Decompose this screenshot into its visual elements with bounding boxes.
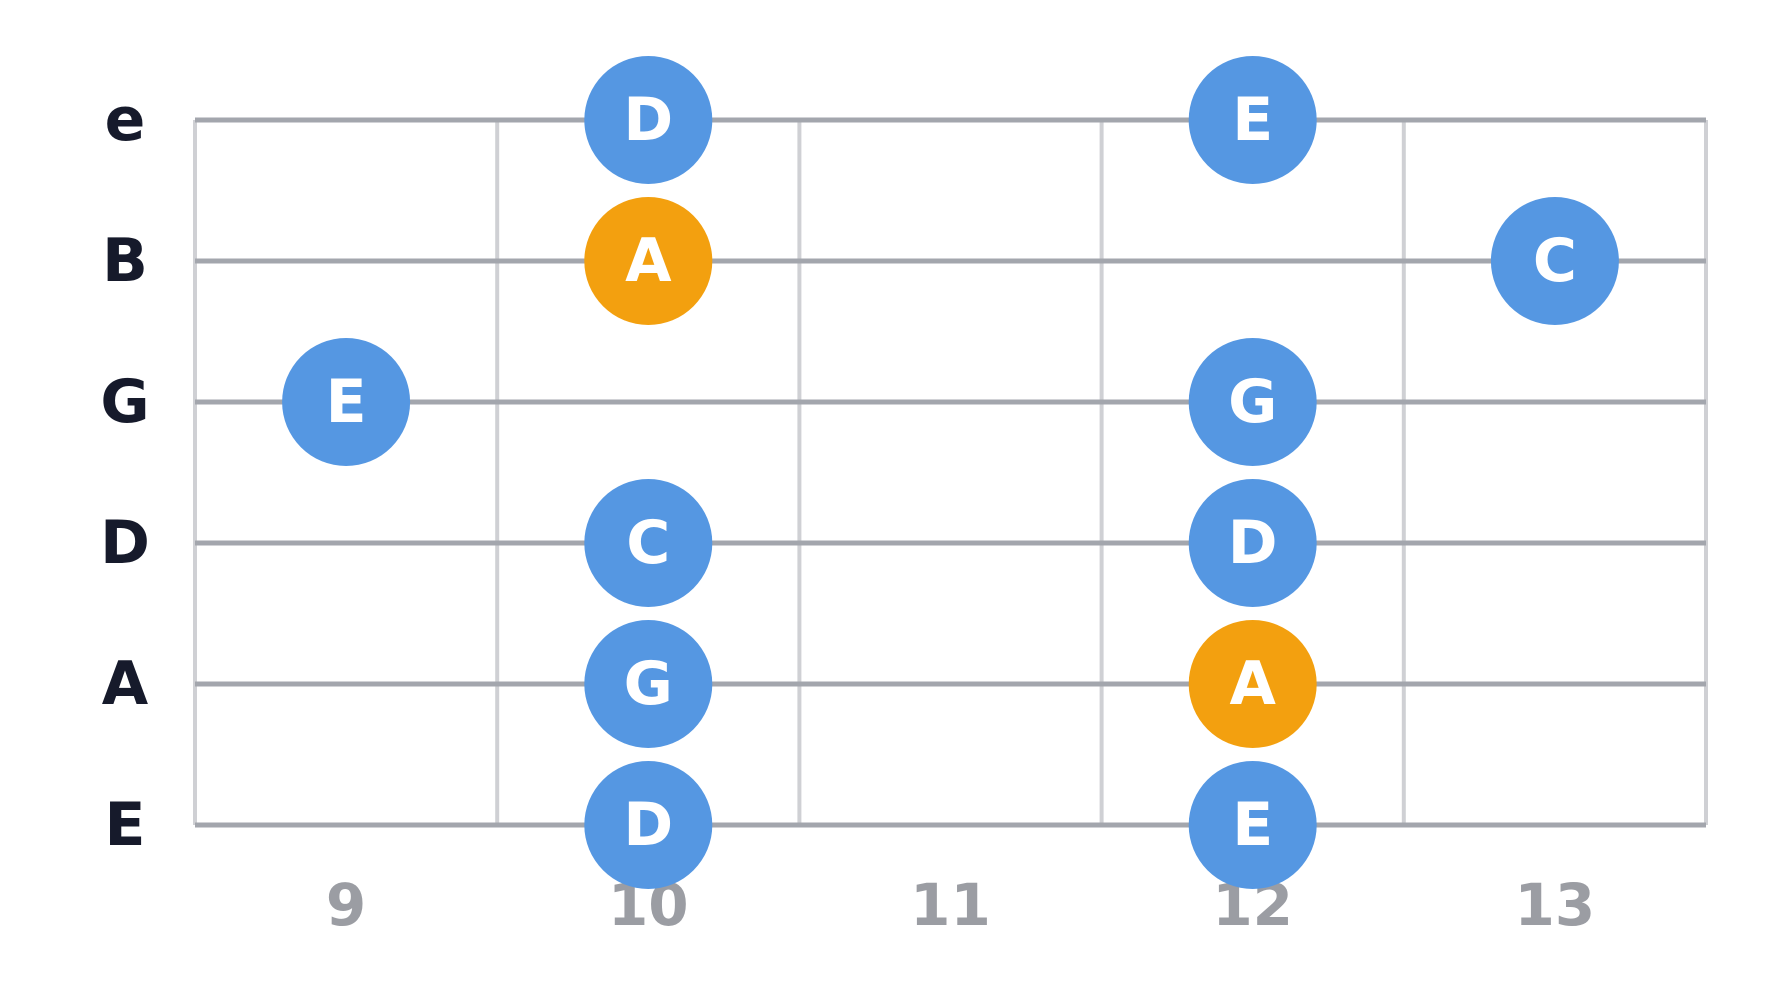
string-label: D [100,508,150,578]
string-label: G [100,367,149,437]
note-circle [584,56,713,184]
note-label: G [624,649,673,719]
string-lines [195,117,1706,828]
note-circle [584,479,713,607]
note-label: C [626,508,670,578]
note-circle [584,620,713,748]
note-circle [1188,479,1317,607]
string-label: e [105,85,146,155]
root-note-marker: A [1188,620,1317,748]
note-circle [584,761,713,889]
note-label: D [623,85,673,155]
fret-lines [193,120,1708,825]
note-marker: E [282,338,411,466]
note-label: E [1232,85,1273,155]
note-marker: C [584,479,713,607]
note-circle [1490,197,1619,325]
string-labels: eB G D A E [100,85,150,860]
note-label: E [326,367,367,437]
note-marker: E [1188,761,1317,889]
note-circle [1188,56,1317,184]
note-marker: D [584,56,713,184]
note-markers: D E A C E G C D G A D E [282,56,1619,889]
note-circle [1188,338,1317,466]
note-label: C [1533,226,1577,296]
note-circle [282,338,411,466]
note-label: A [625,226,672,296]
string-label: A [102,649,149,719]
fret-number: 11 [910,871,991,939]
note-circle [1188,761,1317,889]
note-label: E [1232,790,1273,860]
note-marker: E [1188,56,1317,184]
note-marker: G [1188,338,1317,466]
note-circle [584,197,713,325]
note-label: G [1228,367,1277,437]
fret-number: 9 [326,871,366,939]
root-note-marker: A [584,197,713,325]
note-circle [1188,620,1317,748]
note-label: D [623,790,673,860]
note-marker: G [584,620,713,748]
string-label: E [105,790,146,860]
note-marker: D [1188,479,1317,607]
string-label: B [102,226,148,296]
note-label: A [1229,649,1276,719]
note-marker: C [1490,197,1619,325]
note-marker: D [584,761,713,889]
fret-number: 13 [1515,871,1596,939]
note-label: D [1228,508,1278,578]
